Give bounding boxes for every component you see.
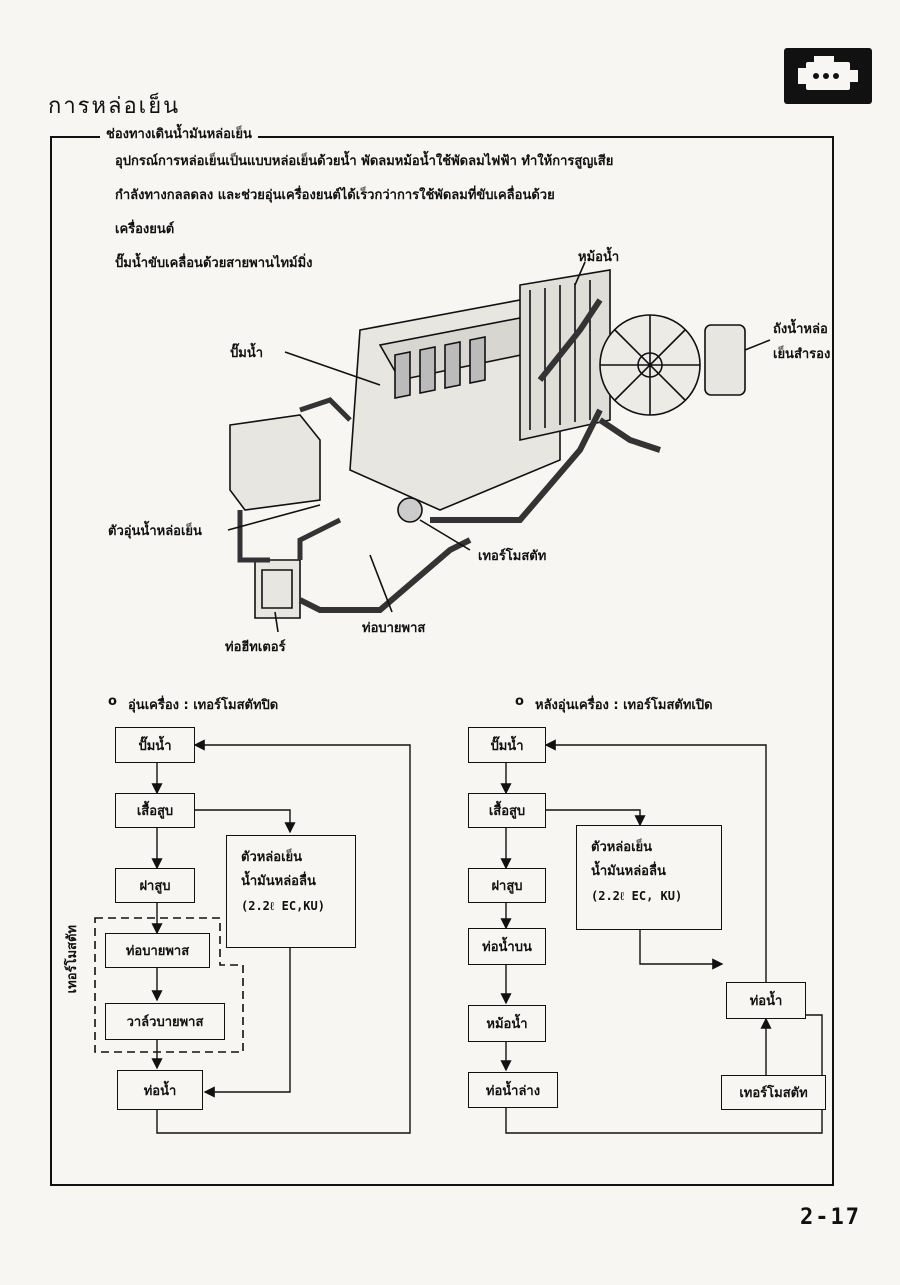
intro-line-2: กำลังทางกลลดลง และช่วยอุ่นเครื่องยนต์ได้… [115,188,555,203]
flow-right-heading-bullet: o [515,694,524,709]
flow-right-oil-cooler: ตัวหล่อเย็น น้ำมันหล่อลื่น (2.2ℓ EC, KU) [576,825,722,930]
engine-badge [784,48,872,104]
flow-right-oil-cooler-line-1: ตัวหล่อเย็น [591,840,653,855]
engine-icon [798,56,858,90]
flow-left-cylinder-block: เสื้อสูบ [115,793,195,828]
label-bypass-pipe: ท่อบายพาส [362,621,426,636]
label-heater-pipe: ท่อฮีทเตอร์ [225,640,286,655]
flow-left-oil-cooler-line-2: น้ำมันหล่อลื่น [241,874,316,889]
intro-line-3: เครื่องยนต์ [115,222,175,237]
label-reserve-tank-1: ถังน้ำหล่อ [773,322,828,337]
flow-right-water-pump: ปั๊มน้ำ [468,727,546,763]
label-coolant-heater: ตัวอุ่นน้ำหล่อเย็น [108,524,202,539]
flow-left-oil-cooler: ตัวหล่อเย็น น้ำมันหล่อลื่น (2.2ℓ EC,KU) [226,835,356,948]
flow-left-cylinder-head: ฝาสูบ [115,868,195,903]
flow-left-oil-cooler-line-1: ตัวหล่อเย็น [241,850,303,865]
flow-left-bypass-valve: วาล์วบายพาส [105,1003,225,1040]
page-number: 2-17 [800,1205,861,1230]
label-radiator: หม้อน้ำ [578,250,620,265]
flow-right-water-pipe: ท่อน้ำ [726,982,806,1019]
flow-right-lower-hose: ท่อน้ำล่าง [468,1072,558,1108]
flow-right-upper-hose: ท่อน้ำบน [468,928,546,965]
label-thermostat: เทอร์โมสตัท [478,549,547,564]
intro-line-4: ปั๊มน้ำขับเคลื่อนด้วยสายพานไทม์มิ่ง [115,256,313,271]
flow-right-cylinder-head: ฝาสูบ [468,868,546,903]
intro-line-1: อุปกรณ์การหล่อเย็นเป็นแบบหล่อเย็นด้วยน้ำ… [115,154,614,169]
flow-right-radiator: หม้อน้ำ [468,1005,546,1042]
flow-left-water-pipe: ท่อน้ำ [117,1070,203,1110]
flow-right-oil-cooler-line-2: น้ำมันหล่อลื่น [591,864,666,879]
flow-left-thermostat-group-label: เทอร์โมสตัท [65,925,80,994]
label-water-pump: ปั๊มน้ำ [230,346,264,361]
label-reserve-tank-2: เย็นสำรอง [773,347,831,362]
flow-left-bypass-pipe: ท่อบายพาส [105,933,210,968]
flow-left-oil-cooler-line-3: (2.2ℓ EC,KU) [241,899,325,913]
flow-left-water-pump: ปั๊มน้ำ [115,727,195,763]
flow-left-heading: อุ่นเครื่อง : เทอร์โมสตัทปิด [128,698,279,713]
flow-right-oil-cooler-line-3: (2.2ℓ EC, KU) [591,889,683,903]
flow-right-cylinder-block: เสื้อสูบ [468,793,546,828]
flow-left-heading-bullet: o [108,694,117,709]
page-title: การหล่อเย็น [48,94,181,119]
flow-right-heading: หลังอุ่นเครื่อง : เทอร์โมสตัทเปิด [535,698,713,713]
flow-right-thermostat: เทอร์โมสตัท [721,1075,826,1110]
section-caption: ช่องทางเดินน้ำมันหล่อเย็น [100,123,258,144]
content-frame [50,136,834,1186]
